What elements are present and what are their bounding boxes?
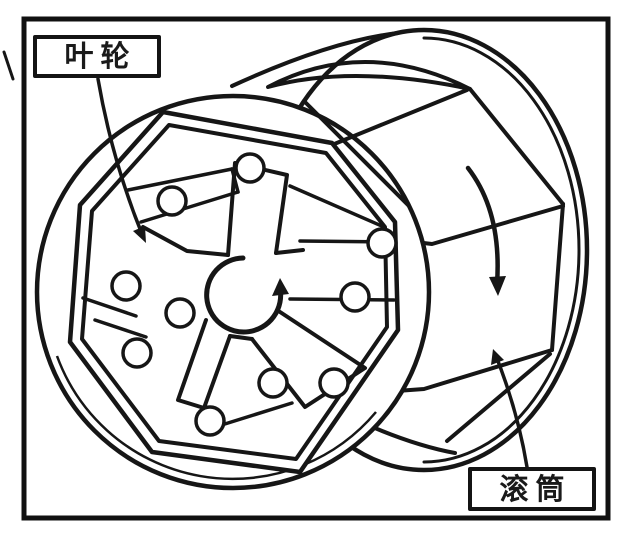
drum-label-text: 滚筒 bbox=[499, 471, 572, 506]
panel-line bbox=[93, 318, 148, 339]
ball bbox=[318, 367, 350, 399]
panel-line bbox=[230, 167, 240, 194]
drum-back-rim-inner bbox=[422, 36, 581, 464]
drum-facet-edge bbox=[320, 88, 469, 151]
drum-label-box: 滚筒 bbox=[468, 467, 596, 511]
impeller-label-box: 叶轮 bbox=[33, 35, 161, 78]
drum-rotation-arrow bbox=[465, 165, 500, 287]
drum-facet-edge bbox=[468, 87, 565, 206]
ball bbox=[339, 281, 371, 313]
octagon-inner-rim bbox=[80, 123, 389, 461]
drum-leader-line bbox=[494, 354, 529, 469]
ball bbox=[121, 337, 153, 369]
octagon-rim-group bbox=[67, 109, 401, 475]
ball bbox=[366, 227, 398, 259]
ball bbox=[110, 270, 142, 302]
ball bbox=[234, 152, 266, 184]
panel-line bbox=[126, 167, 234, 192]
impeller-rotation-arrowhead bbox=[272, 278, 289, 296]
drum-top-facet bbox=[266, 60, 472, 91]
impeller-valley-line bbox=[274, 248, 305, 255]
drum-facet-edge bbox=[550, 202, 565, 352]
panel-line bbox=[81, 296, 138, 318]
drum-rotation-arrowhead bbox=[489, 276, 506, 296]
drum-facet-edge bbox=[302, 99, 411, 208]
scan-artifact-mark bbox=[2, 50, 15, 81]
drum-body-group bbox=[230, 27, 590, 473]
ball bbox=[164, 297, 196, 329]
impeller-leader-line bbox=[96, 77, 144, 236]
front-rim-inner-arc bbox=[55, 355, 377, 481]
impeller-leader-arrowhead bbox=[133, 226, 146, 243]
impeller-label-text: 叶轮 bbox=[64, 39, 137, 73]
drum-top-edge bbox=[230, 31, 400, 88]
octagon-outer-rim bbox=[67, 109, 401, 475]
panel-line bbox=[288, 184, 386, 229]
ball bbox=[257, 367, 289, 399]
ball bbox=[156, 185, 188, 217]
impeller-arm-down bbox=[176, 318, 232, 410]
drum-front-facet-lines bbox=[302, 88, 469, 208]
impeller-rotation-arrow bbox=[204, 255, 284, 335]
balls-group bbox=[110, 152, 398, 437]
impeller-valley-line bbox=[141, 225, 230, 257]
drum-leader-arrowhead bbox=[491, 349, 504, 365]
figure-frame bbox=[21, 16, 611, 521]
drum-facet-edge bbox=[445, 352, 552, 443]
ball bbox=[194, 405, 226, 437]
panel-line bbox=[139, 190, 240, 224]
leader-lines-group bbox=[96, 77, 529, 469]
impeller-valley-line bbox=[228, 334, 254, 341]
